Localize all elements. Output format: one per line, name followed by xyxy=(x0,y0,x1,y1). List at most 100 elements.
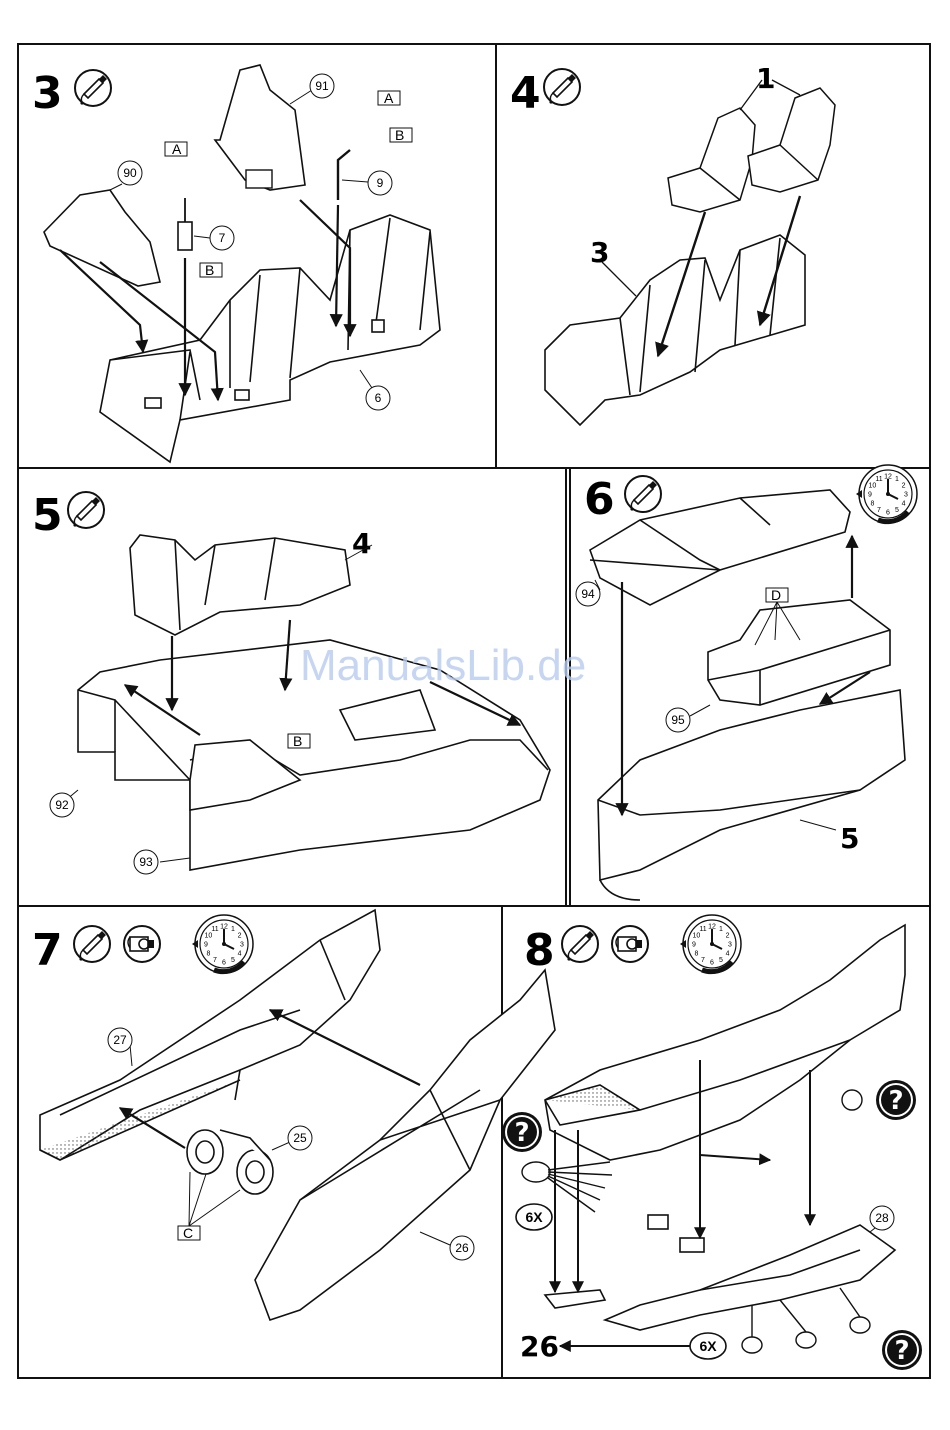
clock-numeral: 3 xyxy=(240,942,244,949)
part-90-drawing xyxy=(44,190,160,286)
step-number: 5 xyxy=(32,490,63,541)
clock-numeral: 7 xyxy=(701,957,705,964)
clock-numeral: 9 xyxy=(692,942,696,949)
part-callout-25: 25 xyxy=(272,1126,312,1150)
part-95-drawing xyxy=(708,600,890,705)
step-4: 4 1 3 xyxy=(510,62,835,425)
svg-text:93: 93 xyxy=(139,855,153,869)
clock-numeral: 12 xyxy=(708,924,716,931)
clock-numeral: 6 xyxy=(710,960,714,967)
svg-text:B: B xyxy=(395,127,404,143)
svg-text:28: 28 xyxy=(875,1211,889,1225)
clock-numeral: 2 xyxy=(238,933,242,940)
part-callout-9: 9 xyxy=(342,171,392,195)
svg-text:6: 6 xyxy=(375,391,382,405)
svg-text:94: 94 xyxy=(581,587,595,601)
glue-tube-icon xyxy=(75,70,111,106)
clock-numeral: 10 xyxy=(205,933,213,940)
clock-numeral: 4 xyxy=(238,951,242,958)
svg-text:A: A xyxy=(172,141,182,157)
svg-text:91: 91 xyxy=(315,79,329,93)
part-callout-26: 26 xyxy=(420,1232,474,1260)
glue-tube-icon xyxy=(544,69,580,105)
svg-text:B: B xyxy=(293,733,302,749)
svg-text:25: 25 xyxy=(293,1131,307,1145)
glue-tube-icon xyxy=(625,476,661,512)
tag-b-right: B xyxy=(390,127,412,143)
svg-text:7: 7 xyxy=(219,231,226,245)
svg-text:6X: 6X xyxy=(699,1338,717,1354)
cockpit-assembly-drawing xyxy=(545,235,805,425)
clock-numeral: 3 xyxy=(904,492,908,499)
question-mark-icon: ? xyxy=(882,1330,922,1370)
clock-numeral: 5 xyxy=(719,957,723,964)
clock-numeral: 8 xyxy=(206,951,210,958)
clock-numeral: 1 xyxy=(895,476,899,483)
svg-text:95: 95 xyxy=(671,713,685,727)
part-callout-90: 90 xyxy=(110,161,142,190)
clock-numeral: 10 xyxy=(869,483,877,490)
glue-tube-icon xyxy=(68,492,104,528)
clock-numeral: 9 xyxy=(204,942,208,949)
step-number: 7 xyxy=(32,925,63,976)
step-number: 3 xyxy=(32,68,63,119)
tag-b: B xyxy=(288,733,310,749)
clock-numeral: 1 xyxy=(231,926,235,933)
clock-numeral: 6 xyxy=(886,510,890,517)
svg-text:D: D xyxy=(771,587,781,603)
svg-text:9: 9 xyxy=(377,176,384,190)
step-number: 4 xyxy=(510,68,541,119)
multiplier-6x-bottom: 6X xyxy=(690,1333,726,1359)
part-callout-6: 6 xyxy=(360,370,390,410)
glue-tube-icon xyxy=(562,926,598,962)
svg-text:6X: 6X xyxy=(525,1209,543,1225)
label-part-1: 1 xyxy=(756,62,775,95)
part-callout-93: 93 xyxy=(134,850,190,874)
clock-numeral: 3 xyxy=(728,942,732,949)
question-mark-icon: ? xyxy=(876,1080,916,1120)
step-3: 3 91 xyxy=(32,65,440,462)
clock-numeral: 9 xyxy=(868,492,872,499)
part-callout-91: 91 xyxy=(290,74,334,104)
label-step-5-ref: 5 xyxy=(840,822,859,855)
clock-numeral: 7 xyxy=(213,957,217,964)
step-number: 6 xyxy=(584,474,615,525)
svg-text:27: 27 xyxy=(113,1033,127,1047)
cockpit-subassembly-drawing xyxy=(130,535,350,635)
svg-text:26: 26 xyxy=(455,1241,469,1255)
tag-a-left: A xyxy=(165,141,187,157)
clock-numeral: 11 xyxy=(875,476,882,483)
label-step-3-ref: 3 xyxy=(590,236,609,269)
tag-a-right: A xyxy=(378,90,400,106)
clock-numeral: 11 xyxy=(699,926,706,933)
clock-numeral: 10 xyxy=(693,933,701,940)
clock-numeral: 5 xyxy=(895,507,899,514)
part-7-drawing xyxy=(178,222,192,250)
part-callout-7: 7 xyxy=(194,226,234,250)
svg-text:90: 90 xyxy=(123,166,137,180)
step-number: 8 xyxy=(524,925,555,976)
svg-text:?: ? xyxy=(888,1086,903,1116)
clock-numeral: 8 xyxy=(870,501,874,508)
svg-text:?: ? xyxy=(894,1336,909,1366)
clock-numeral: 5 xyxy=(231,957,235,964)
clock-numeral: 12 xyxy=(884,474,892,481)
tag-b-left: B xyxy=(200,262,222,278)
multiplier-6x-left: 6X xyxy=(516,1204,552,1230)
svg-text:A: A xyxy=(384,90,394,106)
clock-numeral: 6 xyxy=(222,960,226,967)
clock-numeral: 12 xyxy=(220,924,228,931)
part-9-drawing xyxy=(338,150,350,200)
ejection-seats-drawing xyxy=(668,88,835,212)
part-25-drawing xyxy=(187,1130,273,1194)
part-callout-92: 92 xyxy=(50,790,78,817)
clock-numeral: 2 xyxy=(902,483,906,490)
svg-text:?: ? xyxy=(514,1118,529,1148)
